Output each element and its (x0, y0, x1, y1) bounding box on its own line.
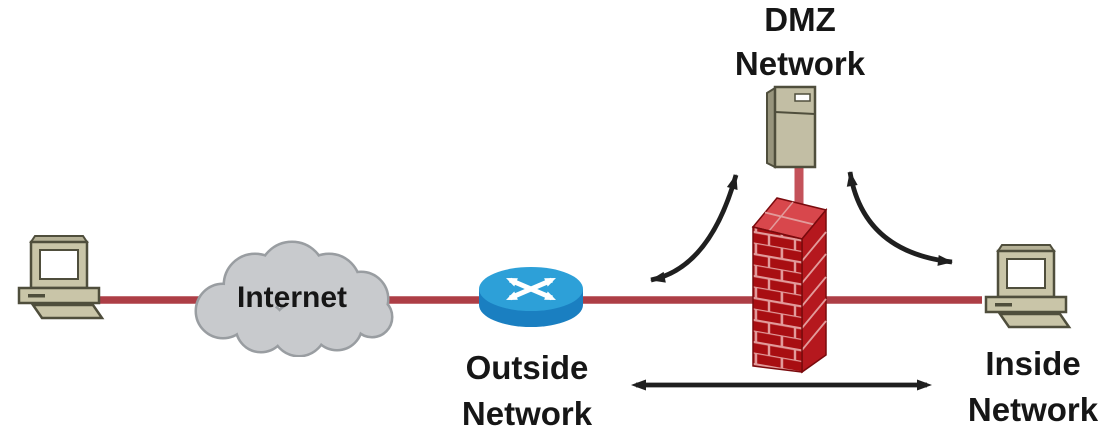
drive-slot (28, 294, 45, 298)
dmz-to-inside-arrow (847, 171, 953, 265)
internet-label: Internet (236, 281, 347, 314)
firewall-top-mortar-cross (768, 201, 794, 232)
outside-network-label-line2: Network (461, 395, 593, 432)
screen (1006, 258, 1046, 289)
keyboard (997, 312, 1072, 329)
firewall-icon (751, 197, 828, 374)
firewall-side-courses (801, 231, 827, 351)
arrowheads (631, 171, 953, 391)
drive-slot (995, 303, 1012, 307)
internet-cloud-icon (194, 240, 394, 357)
inside-network-label: Inside Network (933, 341, 1118, 433)
outside-host-computer-icon (17, 235, 105, 320)
system-unit (17, 286, 101, 305)
dmz-network-label-line2: Network (734, 45, 866, 82)
router-cross-arrows (509, 277, 553, 301)
screen (39, 249, 79, 280)
inside-network-label-line1: Inside (985, 345, 1081, 382)
keyboard (30, 303, 105, 320)
server-drive-slot (794, 93, 811, 102)
outside-network-label-line1: Outside (465, 349, 589, 386)
arrow-paths (636, 171, 953, 388)
router-icon (479, 267, 583, 327)
system-unit (984, 295, 1068, 314)
cloud-body (197, 243, 391, 355)
inside-network-label-line2: Network (967, 391, 1099, 428)
firewall-top-mortar (764, 211, 815, 226)
dmz-network-label-line1: DMZ (764, 1, 836, 38)
router-arrowheads (506, 278, 556, 300)
outside-to-dmz-arrow (650, 174, 739, 283)
dmz-server-icon (766, 85, 817, 169)
firewall-front-face (752, 226, 803, 373)
outside-network-label: Outside Network (427, 345, 627, 437)
inside-host-computer-icon (984, 244, 1072, 329)
server-panel-line (774, 111, 816, 115)
dmz-network-label: DMZ Network (700, 0, 900, 86)
